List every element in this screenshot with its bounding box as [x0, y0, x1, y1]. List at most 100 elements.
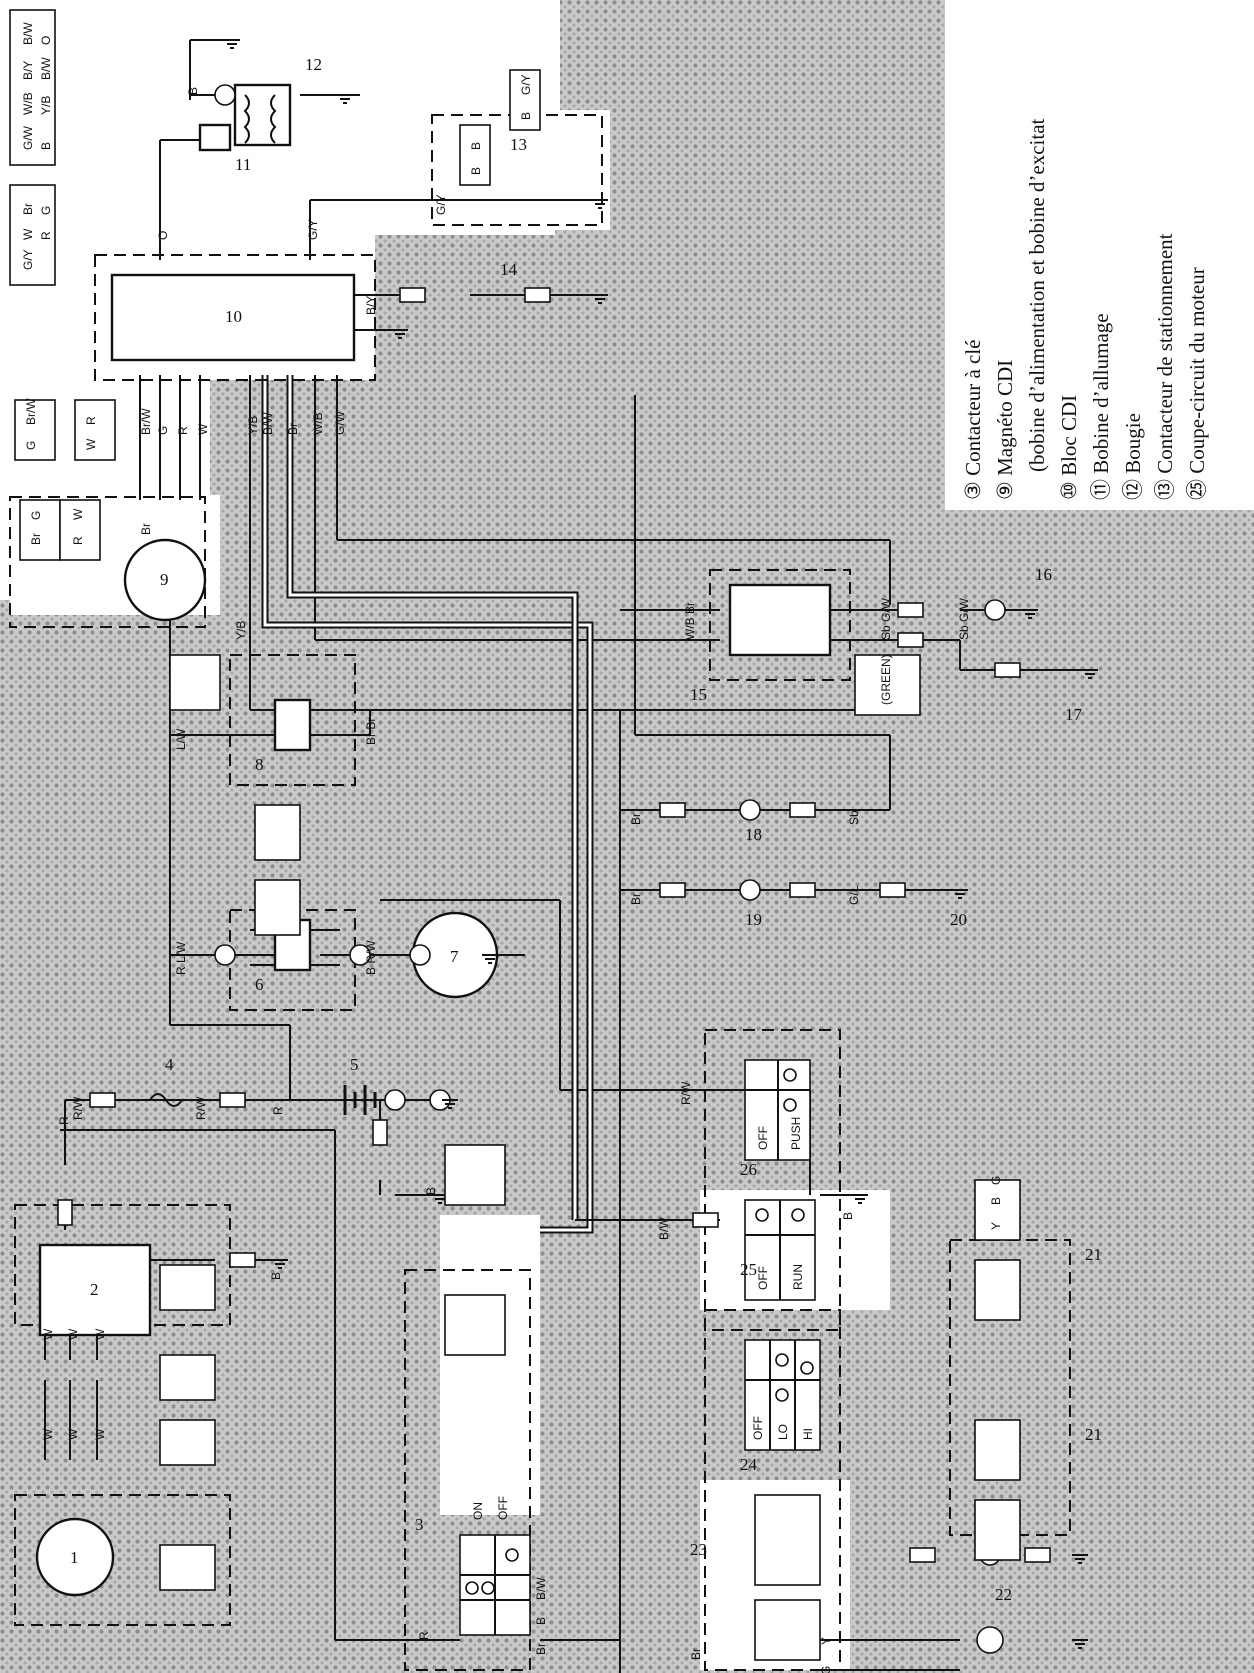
wire-label-w-mag: W: [196, 423, 210, 435]
wire-label-g-light: G: [819, 1666, 833, 1673]
callout-20: 20: [950, 910, 967, 929]
relay-unit-15: [728, 583, 832, 657]
coil-conn-label-2: G/Y: [519, 74, 533, 95]
wire-label-br-cdi: Br: [286, 423, 300, 435]
legend-item-3: (bobine d’alimentation et bobine d’excit…: [1025, 118, 1049, 472]
callout-21a: 21: [1085, 1245, 1102, 1264]
callout-7: 7: [450, 947, 459, 966]
callout-16: 16: [1035, 565, 1052, 584]
callout-26: 26: [740, 1160, 757, 1179]
wire-label-b-coil: B: [186, 87, 200, 95]
relay-8: [273, 698, 312, 752]
relay15-color-label: (GREEN): [879, 654, 893, 705]
callout-13: 13: [510, 135, 527, 154]
wire-label-sbgw-1: Sb G/W: [879, 597, 893, 640]
wire-label-gw-cdi: G/W: [333, 410, 347, 435]
wire-label-w3: W: [93, 1428, 107, 1440]
park-conn-label-2: B: [469, 142, 483, 150]
callout-14: 14: [500, 260, 518, 279]
wire-label-bw-cdi: B/W: [261, 412, 275, 435]
kill-switch-run-label: RUN: [791, 1264, 805, 1290]
callout-17: 17: [1065, 705, 1083, 724]
wire-label-w4: W: [41, 1328, 55, 1340]
mag-conn-label-3: R: [71, 536, 85, 545]
callout-10: 10: [225, 307, 242, 326]
cdi-conn-label-5: G: [39, 206, 53, 215]
wire-label-yb-relay: Y/B: [234, 621, 248, 640]
cdi-top-label-7: B/W: [39, 57, 53, 80]
wire-label-b-rect: B: [269, 1272, 283, 1280]
callout-25: 25: [740, 1260, 757, 1279]
kill-switch-off-label: OFF: [756, 1266, 770, 1290]
cdi-top-label-6: Y/B: [39, 96, 53, 115]
legend-item-7: ⑬ Contacteur de stationnement: [1153, 233, 1177, 500]
wire-label-sbgw-2: Sb G/W: [957, 597, 971, 640]
spark-plug-cap: [198, 123, 232, 152]
mag-conn-label-1: Br: [29, 533, 43, 545]
wire-label-w5: W: [66, 1328, 80, 1340]
wires: [44, 39, 1090, 1673]
wire-label-br-main: Br: [534, 1643, 548, 1655]
magneto-9: [123, 538, 207, 622]
wire-label-w1: W: [41, 1428, 55, 1440]
light-switch-24: [744, 1339, 821, 1451]
headlight-conn-g: G: [989, 1176, 1003, 1185]
connector-diagrams: [9, 9, 1021, 1661]
callout-15: 15: [690, 685, 707, 704]
cdi-top-label-1: G/W: [21, 125, 35, 150]
wire-label-b-main: B: [534, 1617, 548, 1625]
callout-24: 24: [740, 1455, 758, 1474]
legend-item-1: ③ Contacteur à clé: [961, 339, 985, 500]
headlight-conn-b: B: [989, 1197, 1003, 1205]
wire-label-by-cdi: B/Y: [364, 296, 378, 315]
wire-label-o-cdi: O: [156, 231, 170, 240]
wire-label-w2: W: [66, 1428, 80, 1440]
callout-9: 9: [160, 570, 169, 589]
ignition-coil-11: [233, 83, 292, 147]
cdi-conn-label-1: G/Y: [21, 249, 35, 270]
light-switch-hi-label: HI: [801, 1428, 815, 1440]
coil-conn-label-1: B: [519, 112, 533, 120]
cdi-top-label-5: B: [39, 142, 53, 150]
park-conn-label-1: B: [469, 167, 483, 175]
dashed-outlines: [9, 114, 1071, 1671]
battery-5: [343, 1085, 377, 1115]
wire-label-gy-park: G/Y: [434, 194, 448, 215]
wire-label-r-mag: R: [176, 426, 190, 435]
stator-1: [35, 1517, 115, 1597]
wire-label-g-mag: G: [156, 426, 170, 435]
callout-12: 12: [305, 55, 322, 74]
cdi-conn-label-4: R: [39, 231, 53, 240]
wire-label-brbr: Br Br: [364, 718, 378, 745]
wire-label-rw-start: R/W: [679, 1081, 693, 1105]
legend-item-8: ㉕ Coupe-circuit du moteur: [1185, 267, 1209, 500]
rectifier-2: [38, 1243, 152, 1337]
callout-3: 3: [415, 1515, 424, 1534]
connector-cell-labels: G/Y W Br R G G/W W/B B/Y B/W B Y/B B/W O…: [21, 22, 1003, 1230]
cdi-top-label-2: W/B: [21, 92, 35, 115]
wire-label-br-19: Br: [629, 893, 643, 905]
mag-conn-label-4: W: [71, 508, 85, 520]
mag-conn-label-6: Br/W: [24, 398, 38, 425]
callout-19: 19: [745, 910, 762, 929]
light-switch-lo-label: LO: [776, 1424, 790, 1440]
wire-label-lw: L/W: [174, 728, 188, 750]
start-switch-26: [744, 1059, 811, 1161]
main-switch-on-label: ON: [471, 1502, 485, 1520]
wire-label-r-main: R: [417, 1631, 431, 1640]
wire-label-r-fuse: R: [271, 1106, 285, 1115]
callout-8: 8: [255, 755, 264, 774]
wire-label-rw-rect: R/W: [71, 1096, 85, 1120]
wire-labels: W W W W W W R R/W R/W R B B R B/W B Br B…: [41, 87, 971, 1673]
wire-label-rw-fuse: R/W: [194, 1096, 208, 1120]
callout-4: 4: [165, 1055, 174, 1074]
wire-label-b-kill: B: [841, 1212, 855, 1220]
wire-label-sb-18: Sb: [847, 810, 861, 825]
callout-22: 22: [995, 1585, 1012, 1604]
wire-label-rlw: R L/W: [174, 941, 188, 975]
start-switch-off-label: OFF: [756, 1126, 770, 1150]
start-switch-push-label: PUSH: [789, 1117, 803, 1150]
callout-6: 6: [255, 975, 264, 994]
wire-label-b-batt: B: [424, 1187, 438, 1195]
wire-label-gl-19: G/L: [847, 885, 861, 905]
